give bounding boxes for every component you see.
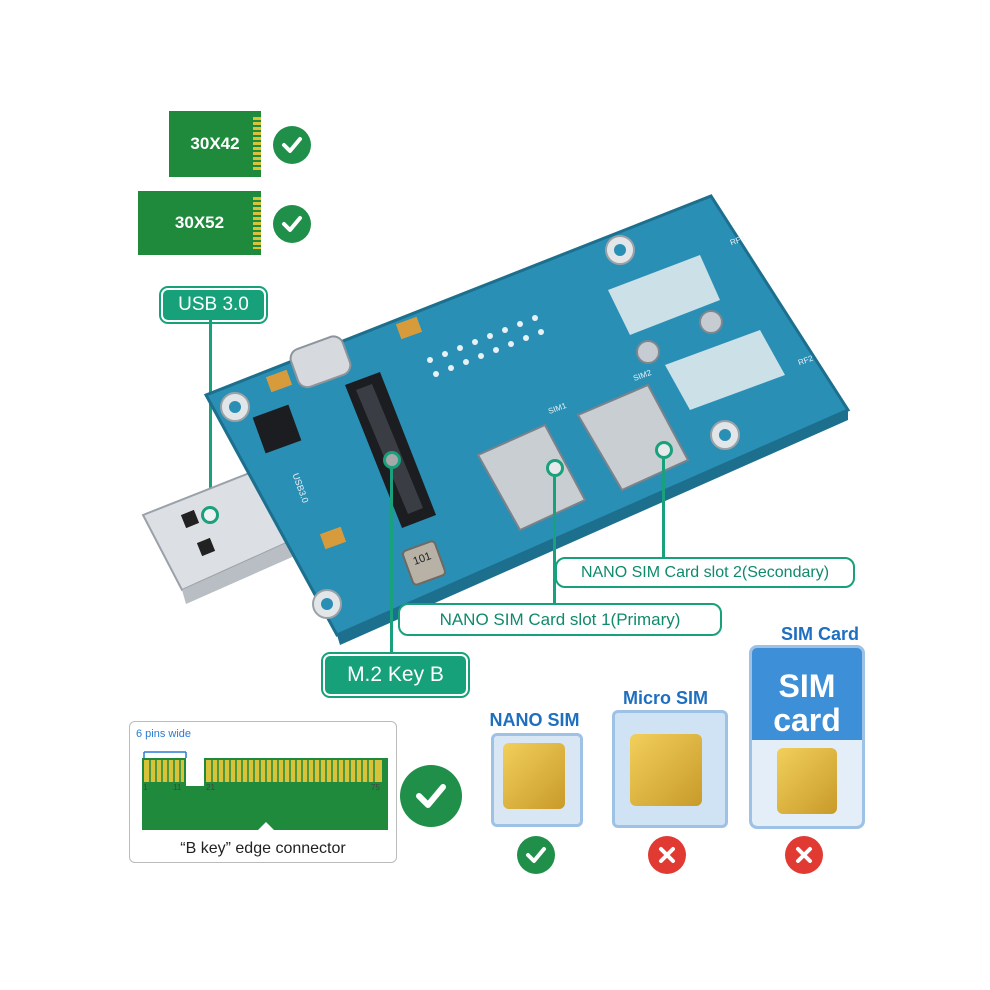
sim2-callout-label: NANO SIM Card slot 2(Secondary) [580, 563, 830, 581]
m2-leader [390, 469, 393, 654]
sim2-callout-dot [655, 441, 673, 459]
sim-card: SIM card [749, 645, 865, 829]
pin-number-21: 21 [206, 783, 215, 792]
module-30x42: 30X42 [169, 111, 261, 177]
sim-card-title: SIM Card [780, 624, 859, 644]
module-pins [253, 117, 261, 171]
usb-callout-dot [201, 506, 219, 524]
module-pins [253, 197, 261, 249]
sim-card-chip [777, 748, 837, 814]
edge-connector-caption: “B key” edge connector [180, 840, 346, 857]
pins-note: 6 pins wide [136, 728, 192, 740]
m2-callout-dot [383, 451, 401, 469]
pin-number-1: 1 [143, 783, 148, 792]
check-icon [400, 765, 462, 827]
sim1-callout: NANO SIM Card slot 1(Primary) [398, 603, 722, 636]
cross-icon [648, 836, 686, 874]
module-30x42-label: 30X42 [190, 134, 240, 153]
pin-number-11: 11 [173, 783, 182, 792]
check-icon [517, 836, 555, 874]
usb-callout: USB 3.0 [161, 288, 266, 322]
micro-sim-chip [630, 734, 702, 806]
nano-sim-title: NANO SIM [489, 710, 580, 730]
usb-callout-label: USB 3.0 [178, 294, 249, 315]
module-30x52: 30X52 [138, 191, 261, 255]
usb-leader [209, 320, 212, 508]
cross-icon [785, 836, 823, 874]
module-30x52-label: 30X52 [174, 213, 225, 232]
sim-card-text-2: card [773, 702, 841, 738]
sim2-callout: NANO SIM Card slot 2(Secondary) [555, 557, 855, 588]
pin-number-75: 75 [371, 783, 380, 792]
check-icon [273, 205, 311, 243]
sim1-leader [553, 477, 556, 605]
nano-sim-chip [503, 743, 565, 809]
sim-card-text-1: SIM [778, 668, 836, 704]
m2-callout-label: M.2 Key B [347, 663, 444, 686]
sim2-leader [662, 459, 665, 559]
m2-callout: M.2 Key B [323, 654, 468, 696]
check-icon [273, 126, 311, 164]
sim1-callout-label: NANO SIM Card slot 1(Primary) [439, 609, 681, 629]
sim1-callout-dot [546, 459, 564, 477]
micro-sim-title: Micro SIM [622, 688, 708, 708]
edge-connector-panel: 6 pins wide 1 11 21 75 “B key” edge conn… [129, 721, 397, 863]
edge-connector-graphic [142, 751, 388, 830]
